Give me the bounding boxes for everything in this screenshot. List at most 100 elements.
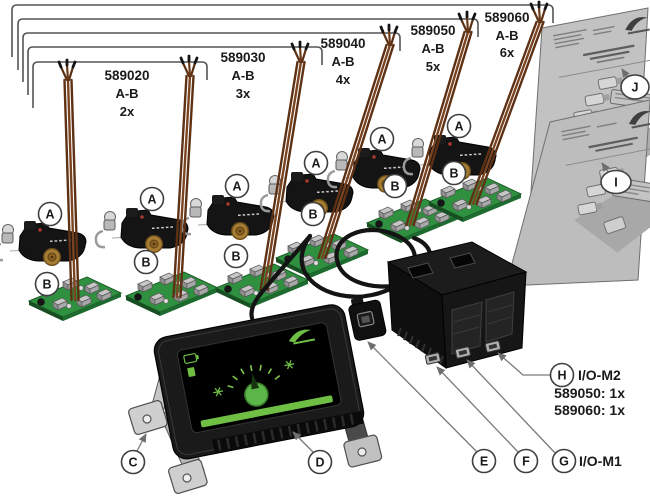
callout-letter-f: F [522, 455, 530, 469]
panel-fins [217, 413, 355, 451]
kit-bracket-589050 [17, 18, 479, 70]
brand-logo-mark [628, 111, 650, 125]
wire-bundle-5 [405, 10, 477, 227]
kit-label-589040: 589040 A-B 4x [320, 36, 365, 87]
kit-label-589030: 589030 A-B 3x [220, 50, 265, 101]
callout-motor-4: A [303, 150, 329, 176]
kit-variant: A-B [331, 54, 354, 69]
callout-letter-j: J [632, 81, 639, 95]
box-port-1 [424, 352, 441, 365]
box-port-3 [484, 340, 501, 353]
kit-label-589020: 589020 A-B 2x [104, 68, 149, 119]
wire-bundle-2 [172, 54, 199, 299]
screen-brand-logo [288, 329, 316, 345]
callout-manual-user: J [620, 68, 650, 100]
kit-variant: A-B [421, 41, 444, 56]
kit-variant: A-B [495, 28, 518, 43]
callout-port-f: F [513, 448, 539, 474]
brand-logo-mark [625, 17, 648, 31]
callout-letter-b: B [141, 256, 150, 270]
callout-board-2: B [133, 249, 159, 275]
callout-io-m2: H [549, 362, 575, 388]
control-box [386, 241, 528, 370]
kit-quantity: 2x [120, 104, 135, 119]
io-m2-label: I/O-M2 [578, 367, 621, 383]
callout-board-4: B [300, 201, 326, 227]
callout-panel: D [307, 449, 333, 475]
bracket-hole-right [357, 447, 367, 457]
callout-letter-b: B [42, 278, 51, 292]
gauge-needle [251, 372, 260, 390]
kit-part-number: 589060 [484, 10, 529, 25]
leader-d [292, 431, 315, 454]
screen-gauge [213, 360, 295, 407]
callout-letter-b: B [308, 208, 317, 222]
callout-letter-a: A [454, 120, 463, 134]
callout-io-m1: G [551, 448, 577, 474]
callout-letter-e: E [480, 455, 488, 469]
callout-letter-i: I [614, 176, 617, 190]
kit-part-number: 589040 [320, 36, 365, 51]
callout-letter-h: H [557, 369, 566, 383]
wire-bundle-3 [259, 40, 310, 292]
io-m1-label: I/O-M1 [579, 453, 622, 469]
leader-c [136, 433, 147, 452]
bracket-hole-front [182, 473, 192, 483]
box-port-2 [454, 346, 471, 359]
wire-bundle-6 [468, 0, 549, 206]
screen-status-icons [183, 353, 199, 377]
callout-bracket: C [120, 449, 146, 475]
callout-board-6: B [441, 160, 467, 186]
leader-h [497, 352, 551, 376]
kit-quantity: 4x [336, 72, 351, 87]
callout-motor-5: A [369, 126, 395, 152]
bottom-callouts: C D E F G I/O-M1 H I/O-M2 589050: 1x [120, 341, 625, 475]
callout-letter-b: B [449, 167, 458, 181]
kit-bracket-589020 [32, 61, 208, 108]
callout-letter-g: G [559, 455, 569, 469]
callout-letter-a: A [147, 193, 156, 207]
kit-brackets [11, 4, 554, 108]
io-m2-qty-589060: 589060: 1x [554, 402, 625, 418]
callout-board-1: B [34, 271, 60, 297]
wire-bundle-1 [57, 58, 80, 302]
inline-connector [348, 297, 387, 341]
control-panel [153, 304, 365, 460]
callout-board-3: B [223, 243, 249, 269]
callout-letter-a: A [45, 208, 54, 222]
callout-manual-installation: I [600, 162, 632, 195]
box-top-slot-2 [449, 252, 476, 269]
kit-bracket-589040 [22, 32, 401, 82]
gauge-end-icon-left [213, 387, 224, 397]
callout-letter-d: D [315, 456, 324, 470]
leader-g [466, 359, 557, 455]
leader-i [601, 162, 610, 174]
io-module-m2 [485, 291, 515, 343]
kit-quantity: 6x [500, 45, 515, 60]
callout-letter-a: A [232, 180, 241, 194]
callout-motor-2: A [139, 186, 165, 212]
kit-part-number: 589020 [104, 68, 149, 83]
callout-letter-a: A [377, 133, 386, 147]
kit-variant: A-B [115, 86, 138, 101]
io-module-m1 [451, 301, 483, 355]
callout-motor-6: A [446, 113, 472, 139]
wire-bundles [57, 0, 549, 302]
kit-label-589060: 589060 A-B 6x [484, 10, 529, 60]
callout-motor-3: A [224, 173, 250, 199]
screen-progress-bar [200, 395, 333, 428]
io-m2-qty-589050: 589050: 1x [554, 385, 625, 401]
callout-letter-b: B [390, 180, 399, 194]
motor-board-callouts: A A A A A A B B B B B B [34, 113, 472, 297]
callout-motor-1: A [37, 201, 63, 227]
leader-f [436, 366, 520, 454]
box-top-slot-1 [407, 262, 434, 279]
kit-quantity: 5x [426, 59, 441, 74]
callout-letter-c: C [128, 456, 137, 470]
kit-quantity: 3x [236, 86, 251, 101]
kit-label-589050: 589050 A-B 5x [410, 23, 455, 74]
leader-e [367, 341, 478, 453]
bracket-hole-left [142, 414, 152, 424]
